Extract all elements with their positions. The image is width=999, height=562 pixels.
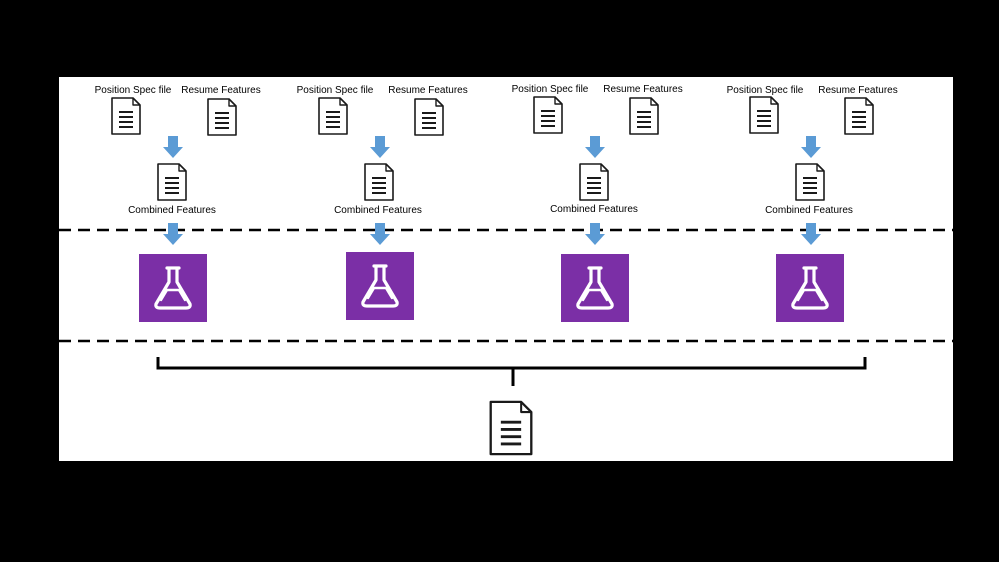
- document-icon: [364, 163, 394, 201]
- flask-icon: [774, 252, 846, 324]
- position-spec-label: Position Spec file: [297, 85, 374, 96]
- document-icon: [795, 163, 825, 201]
- final-output-document-icon: [489, 400, 533, 456]
- flask-icon: [559, 252, 631, 324]
- pipeline-4: Position Spec file Resume Features Combi…: [727, 85, 898, 324]
- combined-features-label: Combined Features: [765, 205, 853, 216]
- document-icon: [533, 96, 563, 134]
- pipeline-3: Position Spec file Resume Features Combi…: [512, 84, 683, 324]
- resume-features-label: Resume Features: [603, 84, 682, 95]
- document-icon: [157, 163, 187, 201]
- document-icon: [629, 97, 659, 135]
- document-icon: [844, 97, 874, 135]
- combined-features-label: Combined Features: [550, 204, 638, 215]
- flask-icon: [137, 252, 209, 324]
- document-icon: [579, 163, 609, 201]
- document-icon: [207, 98, 237, 136]
- document-icon: [318, 97, 348, 135]
- resume-features-label: Resume Features: [181, 85, 260, 96]
- pipeline-2: Position Spec file Resume Features Combi…: [297, 85, 468, 322]
- position-spec-label: Position Spec file: [727, 85, 804, 96]
- merge-bracket: [156, 357, 867, 386]
- resume-features-label: Resume Features: [818, 85, 897, 96]
- resume-features-label: Resume Features: [388, 85, 467, 96]
- flask-icon: [344, 250, 416, 322]
- pipeline-1: Position Spec file Resume Features Combi…: [95, 85, 261, 324]
- document-icon: [111, 97, 141, 135]
- position-spec-label: Position Spec file: [95, 85, 172, 96]
- position-spec-label: Position Spec file: [512, 84, 589, 95]
- combined-features-label: Combined Features: [334, 205, 422, 216]
- combined-features-label: Combined Features: [128, 205, 216, 216]
- document-icon: [749, 96, 779, 134]
- document-icon: [414, 98, 444, 136]
